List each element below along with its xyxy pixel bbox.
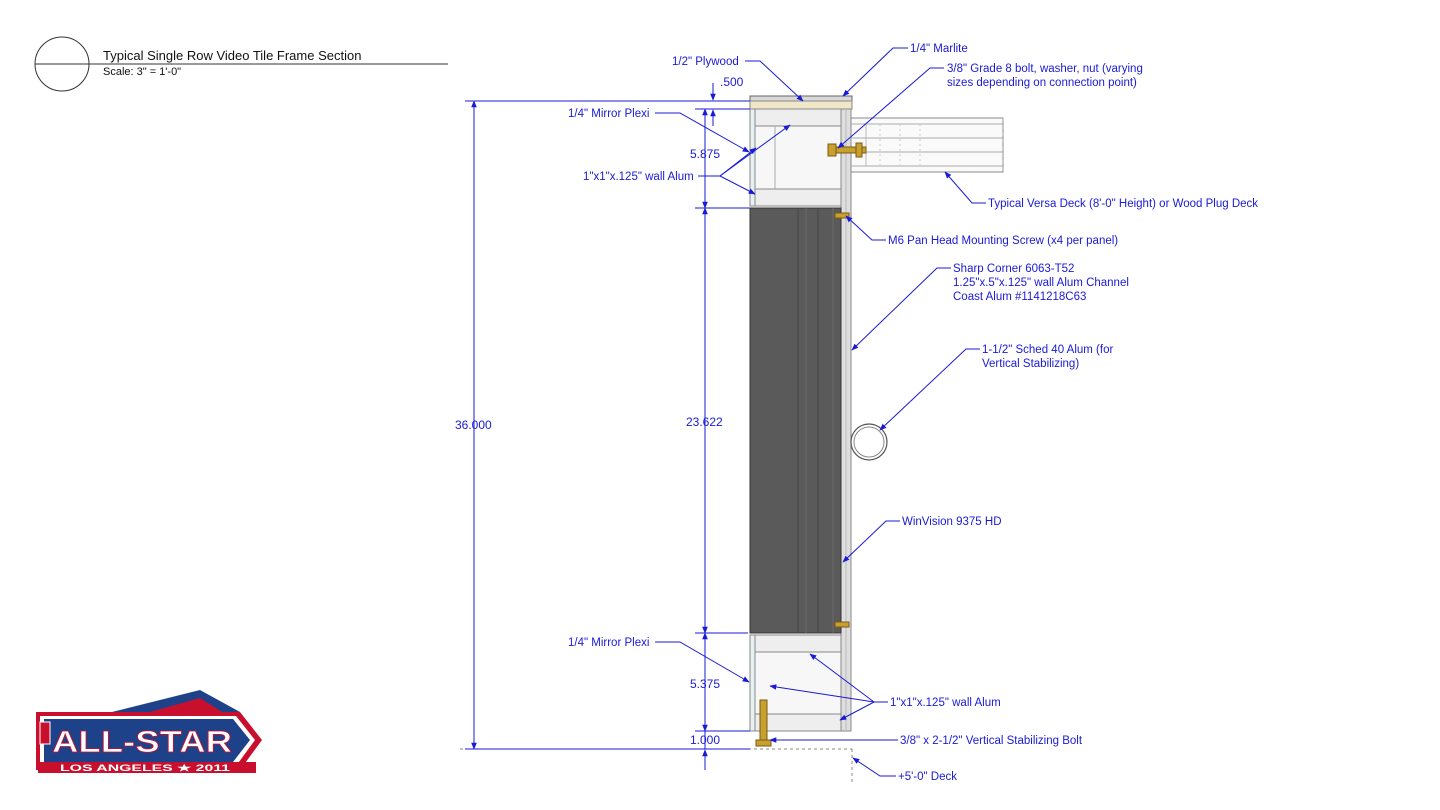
top-alum-tube-upper bbox=[754, 108, 842, 127]
grade-8-bolt bbox=[827, 142, 867, 158]
callout-channel-line1: Sharp Corner 6063-T52 bbox=[953, 263, 1074, 275]
drawing-title: Typical Single Row Video Tile Frame Sect… bbox=[103, 48, 361, 63]
bottom-alum-tube-upper bbox=[754, 634, 842, 653]
callout-mirror-top: 1/4" Mirror Plexi bbox=[568, 108, 649, 120]
all-star-logo: ALL-STAR LOS ANGELES ★ 2011 bbox=[36, 690, 262, 773]
dim-top-cap: .500 bbox=[720, 75, 744, 89]
dim-base: 1.000 bbox=[690, 733, 720, 747]
callout-mirror-bottom: 1/4" Mirror Plexi bbox=[568, 637, 649, 649]
bottom-alum-tube-lower bbox=[754, 713, 842, 732]
callout-stab-bolt: 3/8" x 2-1/2" Vertical Stabilizing Bolt bbox=[900, 735, 1083, 747]
callout-versa-deck: Typical Versa Deck (8'-0" Height) or Woo… bbox=[988, 198, 1258, 210]
callout-alum-top: 1"x1"x.125" wall Alum bbox=[583, 171, 694, 183]
callout-m6-screw: M6 Pan Head Mounting Screw (x4 per panel… bbox=[888, 235, 1118, 247]
callout-marlite: 1/4" Marlite bbox=[910, 43, 968, 55]
mirror-plexi-bottom bbox=[749, 634, 756, 732]
dim-panel: 23.622 bbox=[686, 415, 723, 429]
plywood-layer bbox=[749, 100, 853, 110]
drawing-scale: Scale: 3" = 1'-0" bbox=[103, 66, 181, 78]
m6-screw-top bbox=[834, 212, 850, 219]
dimensions: 36.000 .500 5.875 23.622 5.375 1.000 bbox=[455, 75, 750, 770]
callout-deck: +5'-0" Deck bbox=[898, 771, 957, 783]
logo-subtitle: LOS ANGELES ★ 2011 bbox=[60, 763, 230, 773]
callout-channel-line3: Coast Alum #1141218C63 bbox=[953, 291, 1086, 303]
dim-top-box: 5.875 bbox=[690, 147, 720, 161]
dim-bottom-box: 5.375 bbox=[690, 677, 720, 691]
versa-deck bbox=[850, 117, 1004, 173]
callout-bolt-line1: 3/8" Grade 8 bolt, washer, nut (varying bbox=[947, 63, 1143, 75]
callout-pipe-line1: 1-1/2" Sched 40 Alum (for bbox=[982, 344, 1113, 356]
callout-alum-bottom: 1"x1"x.125" wall Alum bbox=[890, 697, 1001, 709]
m6-screw-bottom bbox=[834, 621, 850, 628]
frame-assembly bbox=[460, 95, 1004, 785]
league-mark bbox=[39, 721, 51, 745]
callout-pipe-line2: Vertical Stabilizing) bbox=[982, 358, 1079, 370]
callout-winvision: WinVision 9375 HD bbox=[902, 516, 1002, 528]
dim-overall: 36.000 bbox=[455, 418, 492, 432]
callouts: 1/2" Plywood 1/4" Marlite 3/8" Grade 8 b… bbox=[568, 43, 1258, 783]
callout-bolt-line2: sizes depending on connection point) bbox=[947, 77, 1137, 89]
winvision-panel bbox=[749, 207, 842, 634]
logo-wordmark: ALL-STAR bbox=[52, 724, 232, 759]
stabilizing-bolt bbox=[755, 699, 772, 747]
callout-channel-line2: 1.25"x.5"x.125" wall Alum Channel bbox=[953, 277, 1129, 289]
alum-pipe bbox=[850, 423, 888, 461]
top-alum-tube-lower bbox=[754, 188, 842, 207]
title-block: Typical Single Row Video Tile Frame Sect… bbox=[34, 36, 448, 92]
callout-plywood: 1/2" Plywood bbox=[672, 56, 739, 68]
